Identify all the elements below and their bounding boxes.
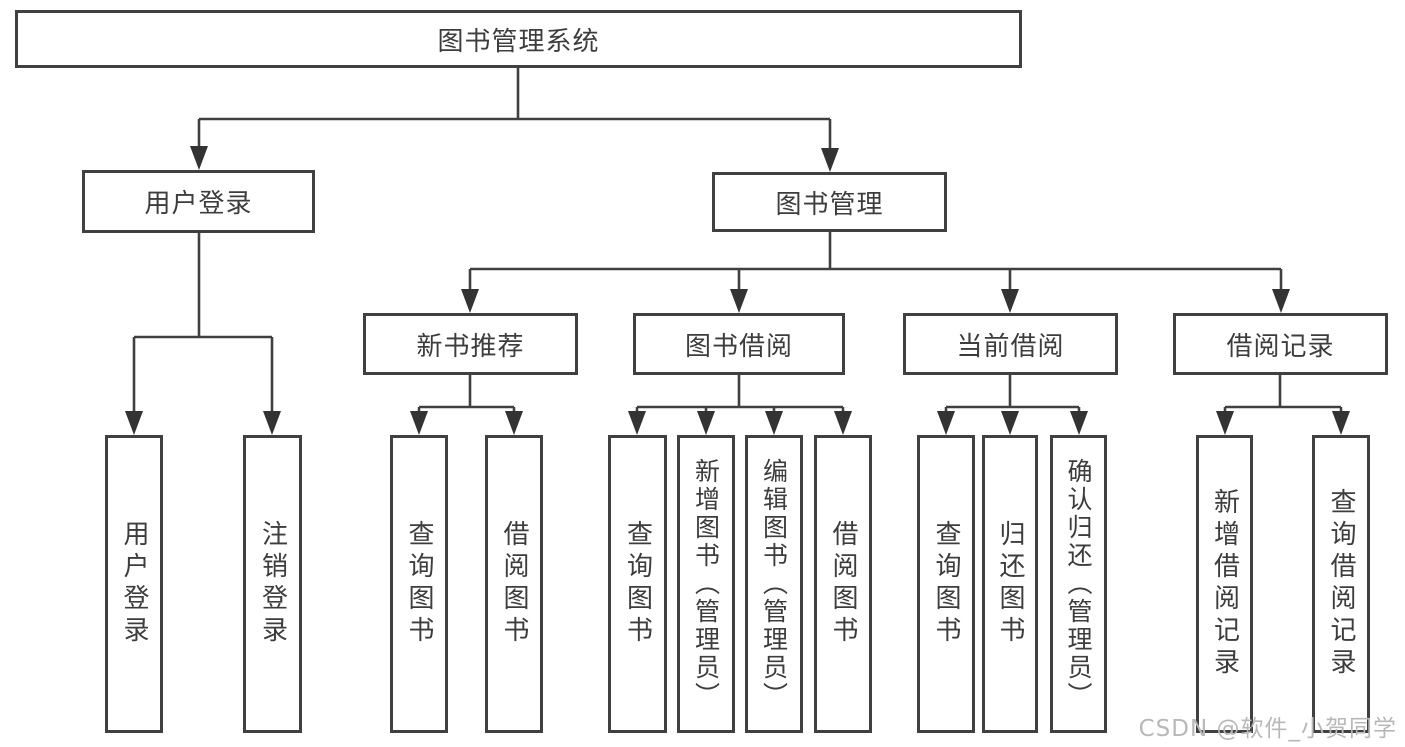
leaf-borrow-edit: 编辑图书（管理员） bbox=[745, 435, 803, 733]
connector-book-mgmt-children bbox=[461, 232, 1290, 313]
node-book-borrow-label: 图书借阅 bbox=[684, 331, 793, 362]
leaf-borrow-add-label: 新增图书（管理员） bbox=[691, 458, 721, 710]
arrowhead bbox=[834, 411, 852, 435]
arrowhead bbox=[505, 411, 523, 435]
node-current-borrow: 当前借阅 bbox=[903, 313, 1118, 375]
leaf-newbooks-query: 查询图书 bbox=[390, 435, 448, 733]
node-new-books-label: 新书推荐 bbox=[416, 331, 525, 362]
leaf-user-login: 用户登录 bbox=[105, 435, 163, 733]
leaf-records-add-label: 新增借阅记录 bbox=[1209, 488, 1240, 680]
leaf-current-confirm-label: 确认归还（管理员） bbox=[1064, 458, 1093, 710]
leaf-borrow-query: 查询图书 bbox=[608, 435, 667, 733]
leaf-borrow-add: 新增图书（管理员） bbox=[677, 435, 735, 733]
connector-current-borrow-children bbox=[937, 375, 1088, 435]
connector-new-books-children bbox=[410, 375, 523, 435]
arrowhead bbox=[125, 411, 143, 435]
arrowhead bbox=[1332, 411, 1350, 435]
arrowhead bbox=[697, 411, 715, 435]
arrowhead bbox=[263, 411, 281, 435]
leaf-borrow-edit-label: 编辑图书（管理员） bbox=[759, 458, 789, 710]
arrowhead bbox=[628, 411, 646, 435]
arrowhead bbox=[1216, 411, 1234, 435]
leaf-borrow-borrow-label: 借阅图书 bbox=[828, 520, 858, 648]
node-current-borrow-label: 当前借阅 bbox=[956, 331, 1065, 362]
watermark: CSDN @软件_小贺同学 bbox=[1138, 716, 1397, 742]
node-book-mgmt-label: 图书管理 bbox=[775, 189, 884, 220]
arrowhead bbox=[461, 289, 479, 313]
arrowhead bbox=[1001, 411, 1019, 435]
leaf-logout-label: 注销登录 bbox=[257, 520, 288, 648]
leaf-records-add: 新增借阅记录 bbox=[1196, 435, 1253, 733]
leaf-records-query-label: 查询借阅记录 bbox=[1326, 488, 1356, 680]
leaf-logout: 注销登录 bbox=[243, 435, 302, 733]
leaf-borrow-borrow: 借阅图书 bbox=[814, 435, 872, 733]
node-user-login: 用户登录 bbox=[82, 170, 315, 233]
node-borrow-records: 借阅记录 bbox=[1173, 313, 1388, 375]
node-book-mgmt: 图书管理 bbox=[712, 172, 947, 232]
connector-root-to-level2 bbox=[190, 68, 839, 172]
leaf-current-return: 归还图书 bbox=[982, 435, 1038, 733]
node-book-borrow: 图书借阅 bbox=[633, 313, 845, 375]
leaf-newbooks-query-label: 查询图书 bbox=[404, 520, 434, 648]
node-root-label: 图书管理系统 bbox=[437, 26, 600, 57]
node-new-books: 新书推荐 bbox=[363, 313, 578, 375]
arrowhead bbox=[730, 289, 748, 313]
connector-borrow-records-children bbox=[1216, 375, 1350, 435]
leaf-user-login-label: 用户登录 bbox=[119, 520, 149, 648]
arrowhead bbox=[937, 411, 955, 435]
leaf-current-confirm: 确认归还（管理员） bbox=[1050, 435, 1107, 733]
node-root: 图书管理系统 bbox=[15, 10, 1022, 68]
leaf-newbooks-borrow: 借阅图书 bbox=[485, 435, 543, 733]
node-borrow-records-label: 借阅记录 bbox=[1226, 331, 1335, 362]
arrowhead bbox=[765, 411, 783, 435]
leaf-current-return-label: 归还图书 bbox=[995, 520, 1025, 648]
node-user-login-label: 用户登录 bbox=[144, 189, 253, 219]
leaf-records-query: 查询借阅记录 bbox=[1312, 435, 1370, 733]
leaf-current-query-label: 查询图书 bbox=[931, 520, 961, 648]
arrowhead bbox=[190, 146, 208, 170]
arrowhead bbox=[1070, 411, 1088, 435]
leaf-newbooks-borrow-label: 借阅图书 bbox=[499, 520, 529, 648]
arrowhead bbox=[1272, 289, 1290, 313]
arrowhead bbox=[1001, 289, 1019, 313]
leaf-borrow-query-label: 查询图书 bbox=[622, 520, 653, 648]
leaf-current-query: 查询图书 bbox=[917, 435, 975, 733]
connector-book-borrow-children bbox=[628, 375, 852, 435]
arrowhead bbox=[410, 411, 428, 435]
connector-user-login-children bbox=[125, 233, 281, 435]
arrowhead bbox=[821, 148, 839, 172]
